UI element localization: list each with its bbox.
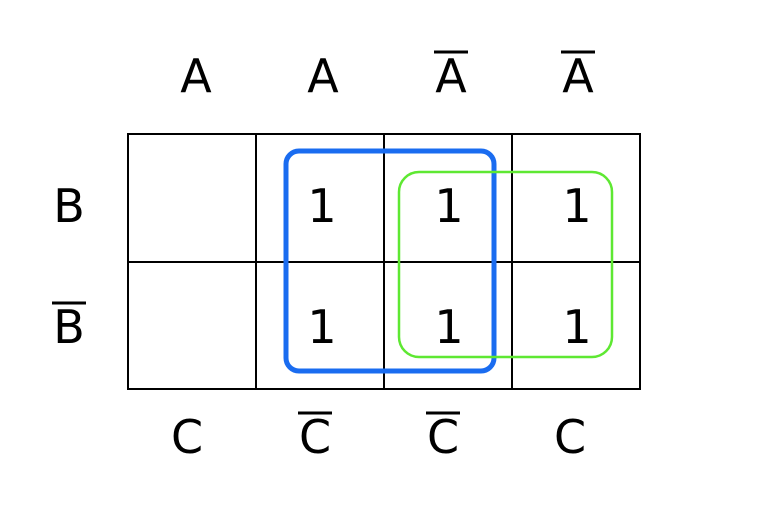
column-label-bottom: C: [427, 410, 459, 464]
column-label-top: A: [562, 49, 594, 103]
cell-value: 1: [434, 300, 463, 354]
column-label-bottom: C: [299, 410, 331, 464]
row-label: B: [53, 300, 85, 354]
cell-value: 1: [307, 179, 336, 233]
labels: A A A A C C C C B B: [52, 49, 595, 464]
column-label-bottom: C: [554, 410, 586, 464]
cell-value: 1: [562, 179, 591, 233]
blue-group-loop: [283, 148, 497, 374]
cell-value: 1: [307, 300, 336, 354]
column-label-top: A: [307, 49, 339, 103]
cell-value: 1: [434, 179, 463, 233]
cells: 1 1 1 1 1 1: [307, 179, 591, 354]
cell-value: 1: [562, 300, 591, 354]
row-label: B: [53, 179, 85, 233]
column-label-bottom: C: [171, 410, 203, 464]
grid: [127, 133, 641, 390]
column-label-top: A: [435, 49, 467, 103]
column-label-top: A: [180, 49, 212, 103]
green-group-loop: [397, 170, 614, 359]
